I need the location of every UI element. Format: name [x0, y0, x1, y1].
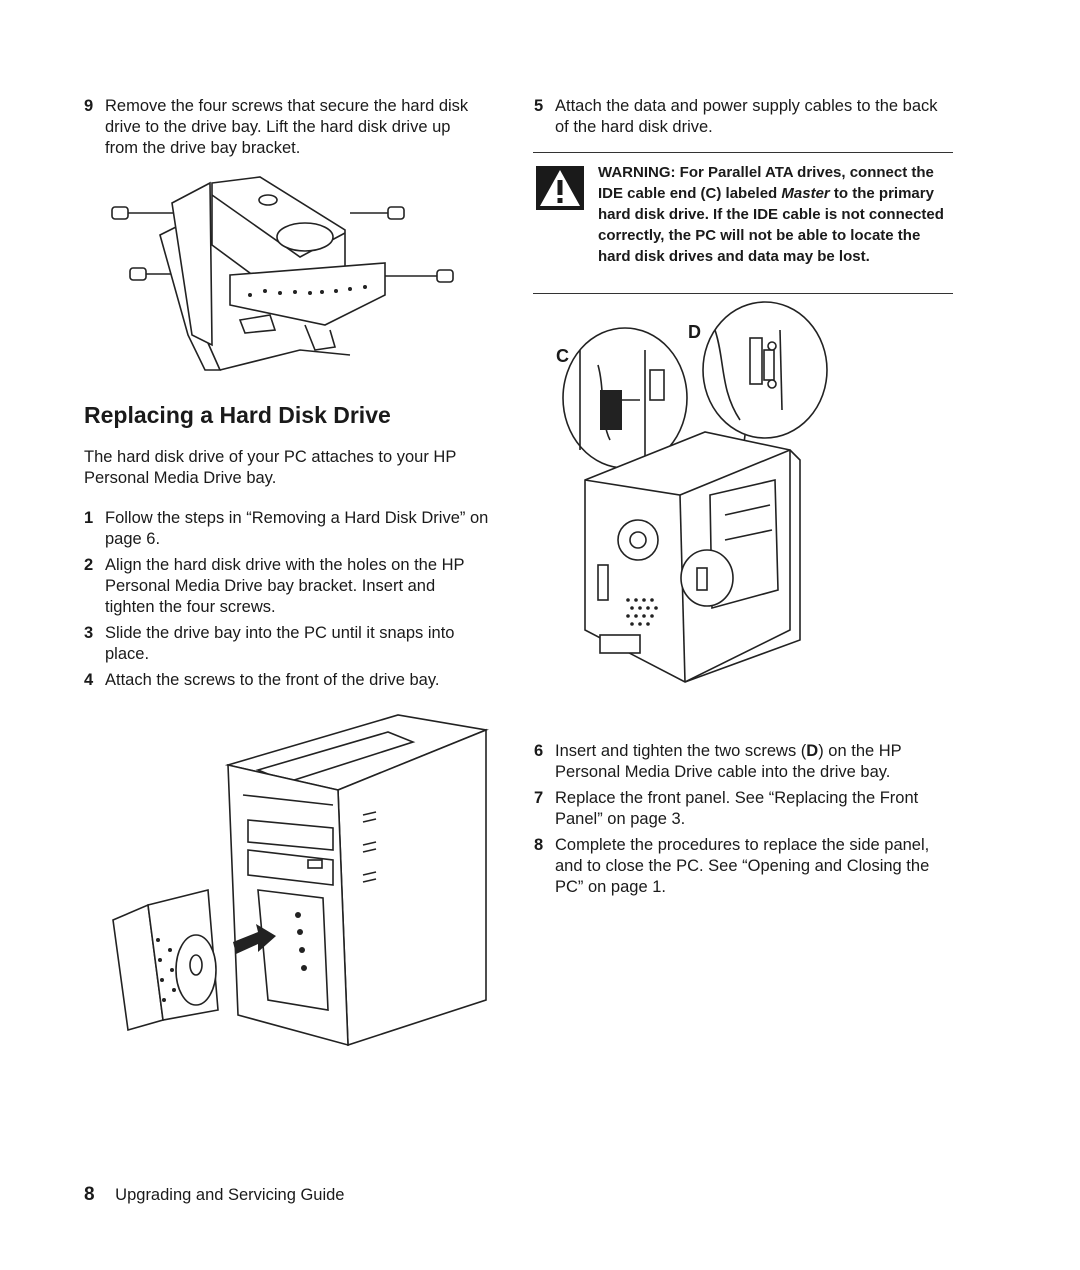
warning-text-italic: Master	[781, 185, 830, 202]
callout-c-circle	[562, 327, 688, 469]
screw-icon	[385, 269, 454, 283]
step-7: 7 Replace the front panel. See “Replacin…	[534, 788, 954, 830]
step-9: 9 Remove the four screws that secure the…	[84, 96, 484, 159]
step-5: 5 Attach the data and power supply cable…	[534, 96, 954, 138]
step-text-after: ) on the HP Personal Media Drive cable i…	[555, 742, 902, 781]
step-number: 7	[534, 789, 544, 807]
step-list: 1 Follow the steps in “Removing a Hard D…	[84, 508, 489, 691]
left-column: 9 Remove the four screws that secure the…	[84, 96, 484, 164]
callout-c-label: C	[556, 346, 569, 366]
pc-tower-drive-insertion-illustration	[112, 714, 489, 1047]
page-number: 8	[84, 1184, 95, 1205]
step-number: 5	[534, 97, 544, 115]
step-6: 6 Insert and tighten the two screws (D) …	[534, 741, 954, 783]
step-1: 1 Follow the steps in “Removing a Hard D…	[84, 508, 489, 550]
step-text: Follow the steps in “Removing a Hard Dis…	[105, 509, 489, 548]
page-footer: 8 Upgrading and Servicing Guide	[84, 1184, 344, 1206]
step-text: Align the hard disk drive with the holes…	[105, 556, 465, 616]
warning-text: WARNING: For Parallel ATA drives, connec…	[598, 162, 948, 267]
replace-section: Replacing a Hard Disk Drive The hard dis…	[84, 402, 504, 696]
warning-box: WARNING: For Parallel ATA drives, connec…	[533, 152, 953, 294]
step-number: 4	[84, 671, 94, 689]
step-text: Attach the screws to the front of the dr…	[105, 671, 440, 689]
right-steps: 6 Insert and tighten the two screws (D) …	[534, 741, 954, 903]
right-column: 5 Attach the data and power supply cable…	[534, 96, 954, 143]
step-4: 4 Attach the screws to the front of the …	[84, 670, 489, 691]
guide-title: Upgrading and Servicing Guide	[115, 1186, 345, 1204]
callout-d-label: D	[688, 322, 701, 342]
step-number: 2	[84, 556, 94, 574]
screw-icon	[350, 206, 405, 220]
section-heading: Replacing a Hard Disk Drive	[84, 402, 391, 428]
step-number: 1	[84, 509, 94, 527]
warning-icon	[536, 166, 584, 210]
intro-paragraph: The hard disk drive of your PC attaches …	[84, 448, 457, 487]
step-text: Replace the front panel. See “Replacing …	[555, 789, 919, 828]
warning-text-part2: to the primary hard disk drive. If the I…	[598, 185, 944, 265]
step-text: Complete the procedures to replace the s…	[555, 836, 930, 896]
step-text: Attach the data and power supply cables …	[555, 97, 938, 136]
warning-text-part1: WARNING: For Parallel ATA drives, connec…	[598, 164, 934, 202]
callout-d-circle	[702, 301, 828, 439]
callout-d-reference: D	[806, 742, 819, 760]
cable-connection-illustration: C D	[556, 301, 828, 683]
step-text: Remove the four screws that secure the h…	[105, 97, 469, 157]
step-number: 3	[84, 624, 94, 642]
step-text-before: Insert and tighten the two screws (	[555, 742, 807, 760]
hard-disk-drive-bay-illustration	[111, 176, 454, 371]
step-2: 2 Align the hard disk drive with the hol…	[84, 555, 489, 618]
step-3: 3 Slide the drive bay into the PC until …	[84, 623, 489, 665]
step-text: Slide the drive bay into the PC until it…	[105, 624, 455, 663]
step-number: 8	[534, 836, 544, 854]
step-number: 6	[534, 742, 544, 760]
step-number: 9	[84, 97, 94, 115]
step-8: 8 Complete the procedures to replace the…	[534, 835, 954, 898]
screw-icon	[111, 206, 175, 220]
